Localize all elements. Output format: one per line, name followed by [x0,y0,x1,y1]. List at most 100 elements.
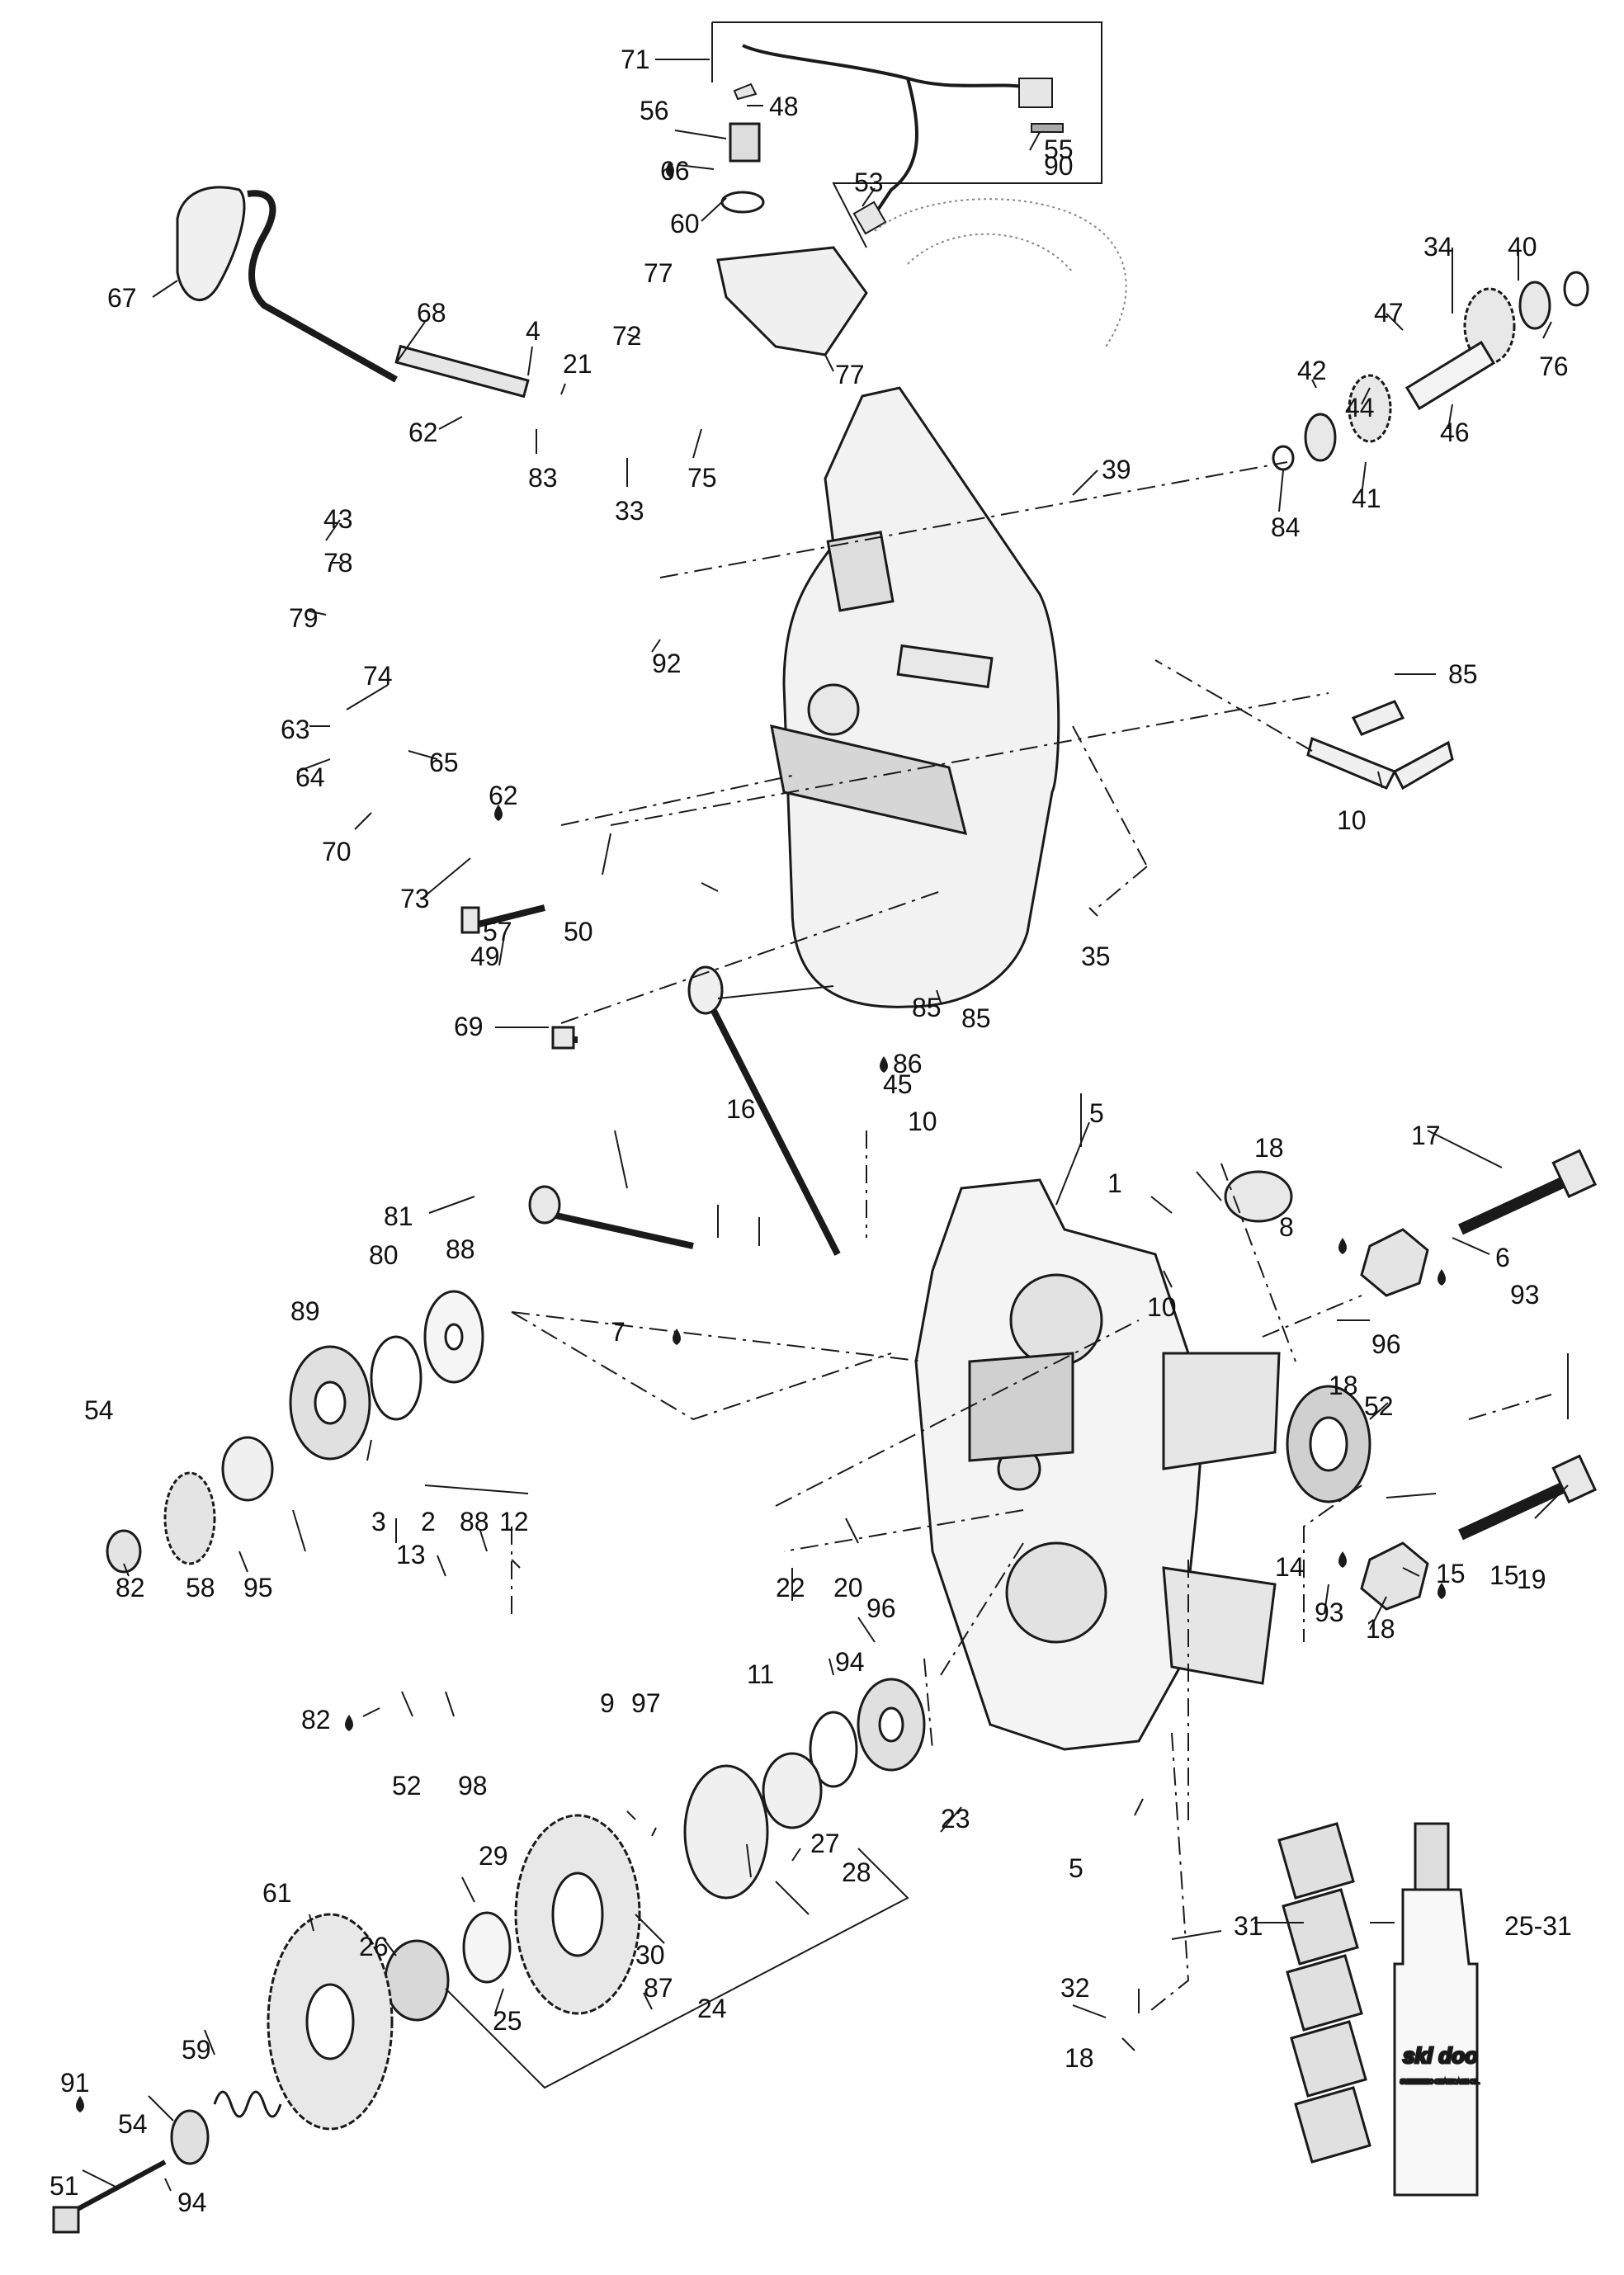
callout-label: 69 [454,1012,484,1041]
dipstick [687,965,841,1256]
callout-label: 27 [810,1829,840,1858]
callout-label: 3 [371,1507,386,1536]
callout-label: 19 [1517,1565,1546,1594]
callout-label: 32 [1060,1973,1090,2003]
callout-label: 13 [396,1540,426,1569]
callout-label: 26 [359,1932,389,1961]
callout-label: 72 [612,321,642,351]
callout-label: 86 [893,1049,923,1079]
oil-bottle: ski doo SYNTHETIC CHAINCASE OIL [1393,1822,1480,2197]
bottle-label-text: SYNTHETIC CHAINCASE OIL [1400,2079,1480,2085]
callout-label: 30 [635,1940,665,1970]
callout-label: 60 [670,209,700,238]
callout-label: 65 [429,748,459,777]
callout-label: 9 [600,1688,615,1718]
callout-label: 21 [563,349,592,379]
callout-label: 58 [186,1573,215,1602]
gear-set [52,1170,1429,2234]
oil-drop-icon [673,1329,681,1345]
callout-label: 35 [1081,942,1111,971]
callout-label: 51 [50,2171,79,2201]
callout-label: 45 [883,1069,913,1099]
callout-label: 93 [1510,1280,1540,1310]
callout-label: 67 [107,283,137,313]
callout-label: 4 [526,316,541,346]
callout-label: 55 [1044,135,1074,164]
callout-label: 25-31 [1504,1911,1572,1941]
callout-label: 73 [400,884,430,913]
callout-label: 53 [854,168,884,197]
alignment-lines [511,461,1552,2014]
callout-label: 34 [1423,232,1453,262]
callout-label: 43 [323,504,353,534]
callout-label: 95 [243,1573,273,1602]
callout-label: 12 [499,1507,529,1536]
bottle-brand-text: ski doo [1403,2043,1478,2068]
callout-label: 82 [116,1573,145,1602]
callout-label: 74 [363,661,393,691]
callout-label: 46 [1440,418,1470,447]
callout-label: 88 [460,1507,489,1536]
callout-label: 94 [835,1647,865,1677]
callout-label: 10 [908,1107,937,1136]
callout-label: 98 [458,1771,488,1801]
callout-label: 56 [640,96,669,125]
callout-label: 5 [1069,1853,1083,1883]
harness-inset [711,21,1102,248]
oil-drop-icon [494,805,503,821]
callout-label: 6 [1495,1243,1510,1272]
callout-label: 66 [660,156,690,186]
callout-label: 15 [1436,1559,1466,1588]
callout-label: 85 [961,1003,991,1033]
callout-label: 10 [1337,805,1367,835]
group-bracket [424,1484,909,2089]
chaincase-housing [914,1178,1281,1751]
callout-label: 76 [1539,352,1569,381]
callout-label: 80 [369,1240,399,1270]
callout-label: 42 [1297,356,1327,385]
callout-label: 5 [1089,1098,1104,1128]
callout-label: 84 [1271,512,1301,542]
callout-label: 20 [833,1573,863,1602]
callout-label: 29 [479,1841,508,1871]
leader-lines [82,59,1569,2192]
callout-label: 47 [1374,298,1404,328]
callout-label: 83 [528,463,558,493]
callout-label: 87 [644,1973,673,2003]
callout-label: 75 [687,463,717,493]
callout-label: 90 [1044,151,1074,181]
callout-label: 25 [493,2006,522,2036]
callout-label: 85 [912,993,942,1022]
callout-label: 8 [1279,1212,1294,1242]
callout-label: 63 [281,715,310,744]
chaincase-cover [770,386,1060,1008]
callout-label: 93 [1315,1598,1344,1627]
callout-label: 15 [1489,1560,1519,1590]
oil-drop-icon [1438,1269,1446,1286]
callout-label: 70 [322,837,352,866]
callout-label: 18 [1329,1371,1358,1400]
callout-label: 62 [408,418,438,447]
callout-label: 16 [726,1094,756,1124]
shift-fork [1306,700,1454,791]
callout-label: 71 [621,45,650,74]
callout-label: 52 [1364,1391,1394,1421]
callout-label: 57 [483,917,512,946]
oil-drop-icon [666,161,674,177]
callout-label: 94 [177,2188,207,2217]
oil-drop-icon [76,2096,84,2112]
callout-label: 85 [1448,659,1478,689]
oil-drop-icons [76,161,1446,2112]
callout-label: 77 [644,258,673,288]
callout-label: 18 [1366,1614,1395,1644]
drive-chain [1277,1822,1371,2164]
callout-label: 10 [1147,1292,1177,1322]
callout-label: 81 [384,1201,413,1231]
oil-drop-icon [1338,1238,1347,1254]
oil-drop-icon [1338,1551,1347,1568]
callout-label: 82 [301,1705,331,1735]
callout-label: 28 [842,1857,871,1887]
